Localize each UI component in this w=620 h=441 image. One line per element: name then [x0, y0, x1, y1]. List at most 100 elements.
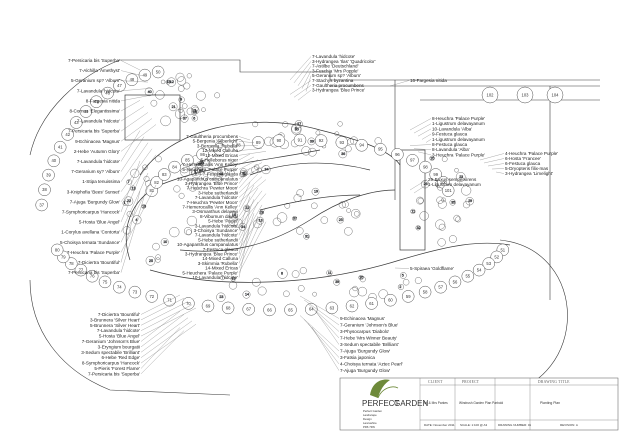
top-plant-label: 7-Astilbe 'Deutschland' [312, 64, 359, 69]
left-plant-label: 8-Cornus 'Elegantissima' [69, 109, 120, 114]
plant-clump [284, 203, 291, 209]
leader-line [120, 60, 141, 71]
plant-clump [196, 90, 206, 101]
plant-clump [259, 210, 264, 215]
tree-number: 38 [42, 187, 47, 192]
plant-clump [338, 149, 348, 159]
tree-number: 44 [84, 109, 89, 114]
plant-number: 26 [424, 182, 428, 186]
plant-number: 35 [451, 200, 455, 204]
planting-clumps: 1471013161922252730333639258111316192225… [122, 72, 474, 302]
plant-clump [166, 77, 176, 87]
leader-line [303, 299, 340, 326]
tree-number: 102 [487, 92, 495, 97]
tree-marker: 44 [79, 105, 93, 118]
plant-clump [334, 131, 340, 137]
center-plant-label: 7-Gaultheria procumbens [186, 134, 239, 139]
tree-number: 51 [500, 247, 505, 252]
left-plant-label: 7-Persicaria bis 'Superba' [68, 270, 120, 275]
plant-number: 37 [198, 163, 202, 167]
plant-clump [239, 172, 245, 177]
tree-marker: 93 [335, 136, 349, 149]
bottom-plant-label: 3-Brunnera 'Silver Heart' [90, 317, 140, 322]
plant-clump [191, 166, 200, 176]
plant-number: 20 [431, 156, 435, 160]
leader-line [238, 187, 259, 217]
left-plant-label: 7-Lavandula 'hidcote' [77, 88, 120, 93]
tree-marker: 99 [429, 168, 442, 181]
tree-marker: 91 [293, 133, 307, 147]
leader-line [120, 142, 149, 182]
left-plant-label: 9-Echinacea 'Magnus' [75, 139, 120, 144]
plant-number: 34 [241, 225, 245, 229]
leader-line [483, 158, 505, 164]
leader-line [238, 165, 267, 179]
leader-line [409, 118, 432, 131]
leader-line [238, 153, 251, 161]
plant-number: 11 [328, 271, 332, 275]
tree-marker: 68 [221, 301, 235, 315]
tree-number: 99 [433, 172, 438, 177]
plant-number: 9 [180, 98, 182, 102]
logo-line1: PERFECT [362, 399, 399, 408]
tree-marker: 61 [365, 297, 378, 310]
plant-number: 3 [194, 108, 196, 112]
plant-number: 32 [417, 226, 421, 230]
plant-clump [308, 147, 317, 157]
project-name: Windrush Garden Plan Parbold [459, 401, 503, 405]
plant-clump [178, 192, 185, 199]
plant-clump [296, 189, 304, 197]
plant-number: 16 [232, 213, 236, 217]
center-plant-label: 7-Hemerocallis 'Ann Kelley' [182, 205, 238, 210]
bottom-plant-label: 3-Eryngium bourgatii [98, 344, 140, 349]
plant-clump [195, 163, 203, 172]
center-plant-label: 8-Viburnum davidii [200, 214, 238, 219]
tree-marker: 96 [391, 148, 404, 161]
tree-marker: 56 [448, 275, 462, 289]
left-plant-label: 7-Lavandula 'hidcote' [77, 159, 120, 164]
plant-clump [254, 164, 260, 170]
plant-clump [175, 109, 185, 119]
leader-line [120, 136, 145, 172]
tree-marker: 54 [472, 263, 486, 277]
bottom-plant-label: 7-Diciertra 'Bountiful' [98, 312, 140, 317]
center-plant-label: 5-Heuchera 'Palace Purple' [182, 270, 238, 275]
leader-line [289, 80, 312, 95]
header-project: PROJECT [462, 380, 480, 384]
plant-clump [216, 165, 227, 176]
tree-number: 90 [277, 138, 282, 143]
tree-number: 43 [74, 120, 79, 125]
leader-line [238, 141, 255, 143]
right-plant-label: 8-Lavandula 'Alba' [432, 147, 470, 152]
tree-number: 83 [162, 172, 167, 177]
tree-marker: 70 [182, 297, 195, 310]
leader-line [297, 66, 312, 86]
top-plant-label: 7-Stachys byzantina [312, 78, 354, 83]
plant-clump [378, 289, 389, 299]
leader-line [238, 218, 263, 269]
tree-number: 63 [330, 305, 335, 310]
leader-line [425, 139, 432, 143]
leader-line [238, 185, 255, 212]
plant-clump [410, 208, 416, 214]
tree-number: 73 [133, 290, 138, 295]
tree-marker: 42 [61, 128, 74, 141]
leader-line [409, 179, 428, 191]
leader-line [120, 88, 153, 91]
plant-clump [296, 227, 304, 235]
plant-clump [311, 187, 320, 196]
left-plant-label: 7-Diciertra 'Bountiful' [78, 260, 120, 265]
leader-line [238, 151, 267, 156]
tree-marker: 37 [35, 198, 48, 212]
plant-clump [150, 99, 158, 107]
left-plant-label: 7-Symphoricarpus 'Hancock' [62, 210, 120, 215]
plant-clump [252, 121, 259, 128]
left-plant-label: 2-Hebe 'Autumn Glory' [74, 149, 120, 154]
plant-number: 7 [128, 180, 130, 184]
bottom-plant-label: 3-Fatsia japonica [340, 355, 375, 360]
leader-line [140, 301, 189, 326]
tree-number: 58 [423, 290, 428, 295]
plant-clump [453, 214, 461, 222]
plant-clump [461, 185, 472, 196]
plant-clump [132, 215, 142, 225]
